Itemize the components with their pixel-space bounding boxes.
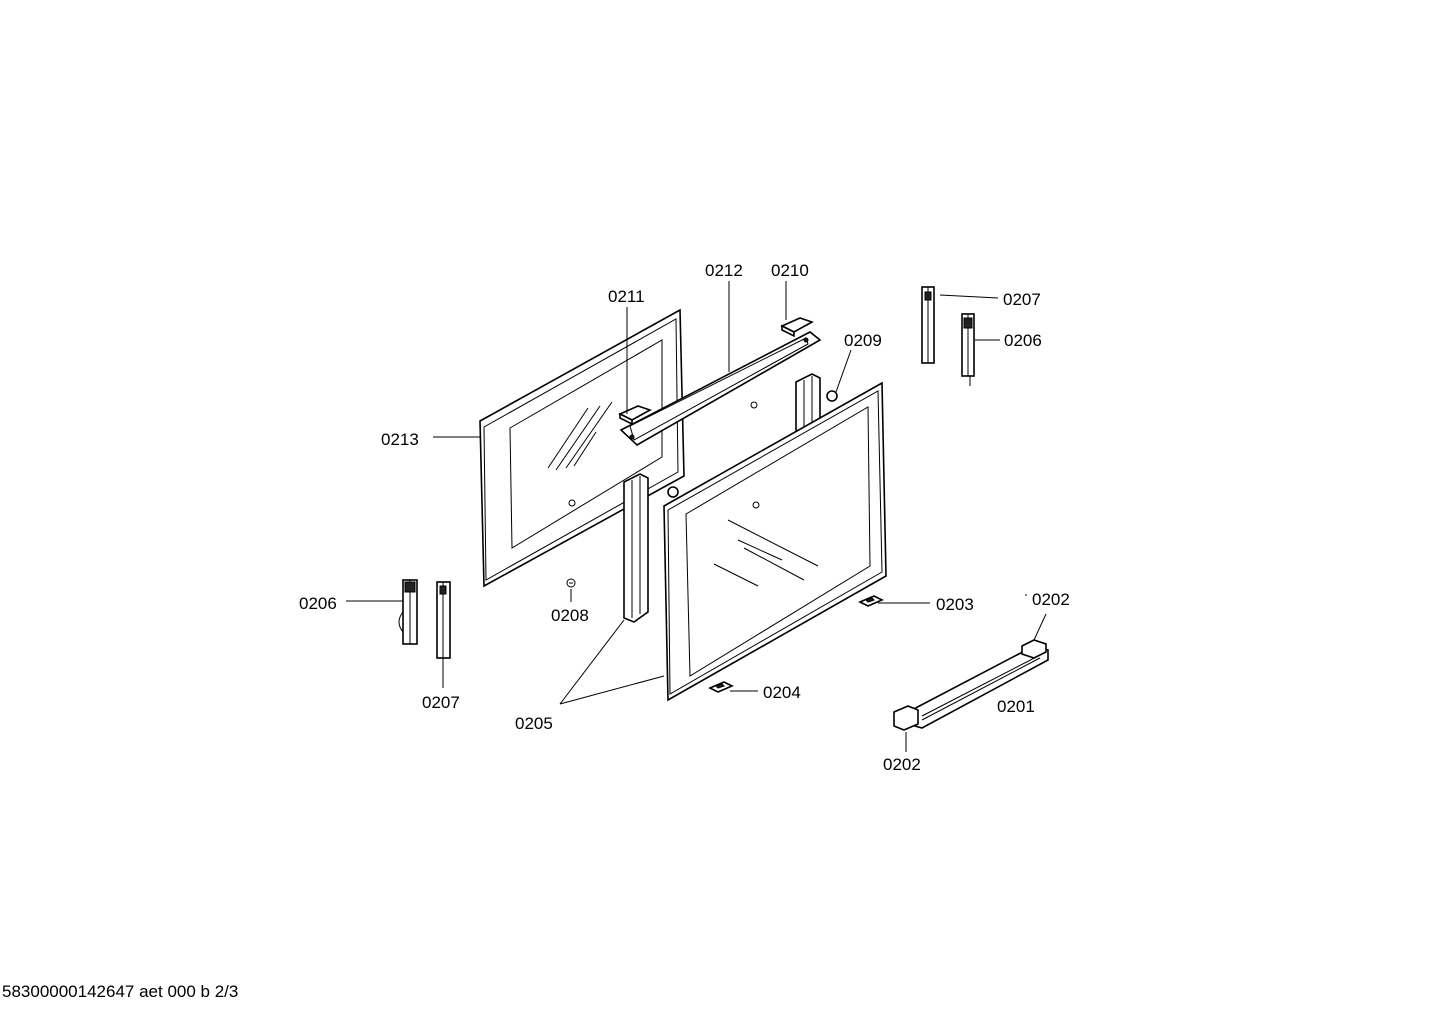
upper-trim-strip-0212 (619, 331, 822, 446)
callout-0204: 0204 (763, 683, 801, 702)
screw-0208 (566, 578, 576, 588)
hinge-0206-right (961, 313, 975, 386)
knob-0209 (667, 390, 838, 498)
outer-glass-door (663, 381, 887, 702)
callout-0206-right: 0206 (1004, 331, 1042, 350)
callout-0203: 0203 (936, 595, 974, 614)
callout-0205: 0205 (515, 714, 553, 733)
hinge-0207-right (921, 286, 935, 364)
drawing-reference-footer: 58300000142647 aet 000 b 2/3 (2, 982, 239, 1001)
side-profile-rail-left-0205 (623, 473, 649, 623)
hinge-0207-left (436, 581, 451, 659)
inner-glass-panel-0213 (479, 308, 685, 588)
callout-0207-left: 0207 (422, 693, 460, 712)
callout-0210: 0210 (771, 261, 809, 280)
callout-0202-top: 0202 (1032, 590, 1070, 609)
callout-0212: 0212 (705, 261, 743, 280)
callout-0209: 0209 (844, 331, 882, 350)
handle-bar-0201 (893, 639, 1049, 731)
clip-0211 (618, 405, 652, 426)
callout-0208: 0208 (551, 606, 589, 625)
callout-0211: 0211 (608, 287, 645, 306)
hinge-0206-left (398, 579, 418, 645)
callout-0201: 0201 (997, 697, 1035, 716)
clip-0210 (780, 317, 814, 338)
leader-lines (346, 281, 1047, 752)
bracket-0204 (708, 681, 734, 693)
callout-0213: 0213 (381, 430, 419, 449)
callout-0206-left: 0206 (299, 594, 337, 613)
callout-0202-bottom: 0202 (883, 755, 921, 774)
callout-0207-right: 0207 (1003, 290, 1041, 309)
bracket-0203 (858, 595, 884, 607)
